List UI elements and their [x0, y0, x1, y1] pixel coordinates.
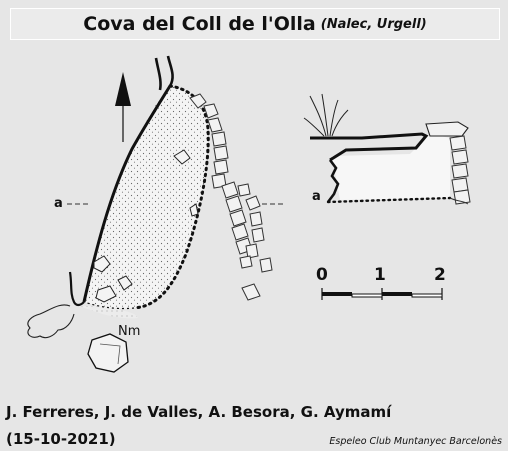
plan-north-label: Nm — [118, 324, 140, 339]
cave-name: Cova del Coll de l'Olla — [83, 13, 316, 35]
plan-large-boulder-facet — [99, 343, 121, 365]
title-bar: Cova del Coll de l'Olla (Nalec, Urgell) — [10, 8, 500, 40]
plan-large-boulder — [87, 333, 129, 373]
profile-capstone — [425, 121, 469, 137]
plan-entrance-line-1 — [154, 57, 162, 91]
profile-section-marker: a — [312, 189, 321, 204]
scale-label-2: 2 — [434, 265, 446, 285]
scale-seg-4 — [411, 293, 443, 298]
plan-stone-wall — [189, 93, 273, 301]
survey-date: (15-10-2021) — [6, 430, 116, 448]
authors-text: J. Ferreres, J. de Valles, A. Besora, G.… — [6, 403, 392, 421]
plan-entrance-line-2 — [166, 55, 174, 87]
profile-lower-rock — [449, 197, 469, 205]
scale-seg-3 — [382, 292, 412, 296]
profile-roof-line — [310, 132, 429, 162]
scale-seg-2 — [351, 293, 383, 298]
plan-boulders — [93, 149, 199, 303]
survey-drawing: a — [10, 44, 498, 394]
plan-view: a — [27, 55, 286, 373]
cave-location: (Nalec, Urgell) — [320, 16, 427, 32]
plan-wall-left — [82, 85, 172, 303]
profile-grass — [303, 93, 349, 137]
profile-cave-space — [332, 134, 450, 200]
plan-cave-floor — [84, 86, 209, 309]
scale-label-0: 0 — [316, 265, 328, 285]
north-arrow-head — [115, 72, 131, 106]
plan-section-marker: a — [54, 196, 63, 211]
scale-label-1: 1 — [374, 265, 386, 285]
profile-floor-line — [326, 196, 452, 204]
club-name: Espeleo Club Muntanyec Barcelonès — [329, 436, 502, 447]
credits-footer: J. Ferreres, J. de Valles, A. Besora, G.… — [0, 398, 508, 451]
survey-svg: a — [27, 55, 471, 373]
profile-view: a — [303, 93, 471, 205]
scale-bar: 0 1 2 — [316, 265, 446, 300]
plan-rock-outline — [27, 304, 75, 339]
profile-stone-wall — [449, 135, 471, 205]
plan-wall-left-lower — [68, 271, 85, 307]
profile-back-wall — [326, 159, 340, 203]
plan-dripline-zone — [80, 306, 138, 319]
scale-seg-1 — [322, 292, 352, 296]
